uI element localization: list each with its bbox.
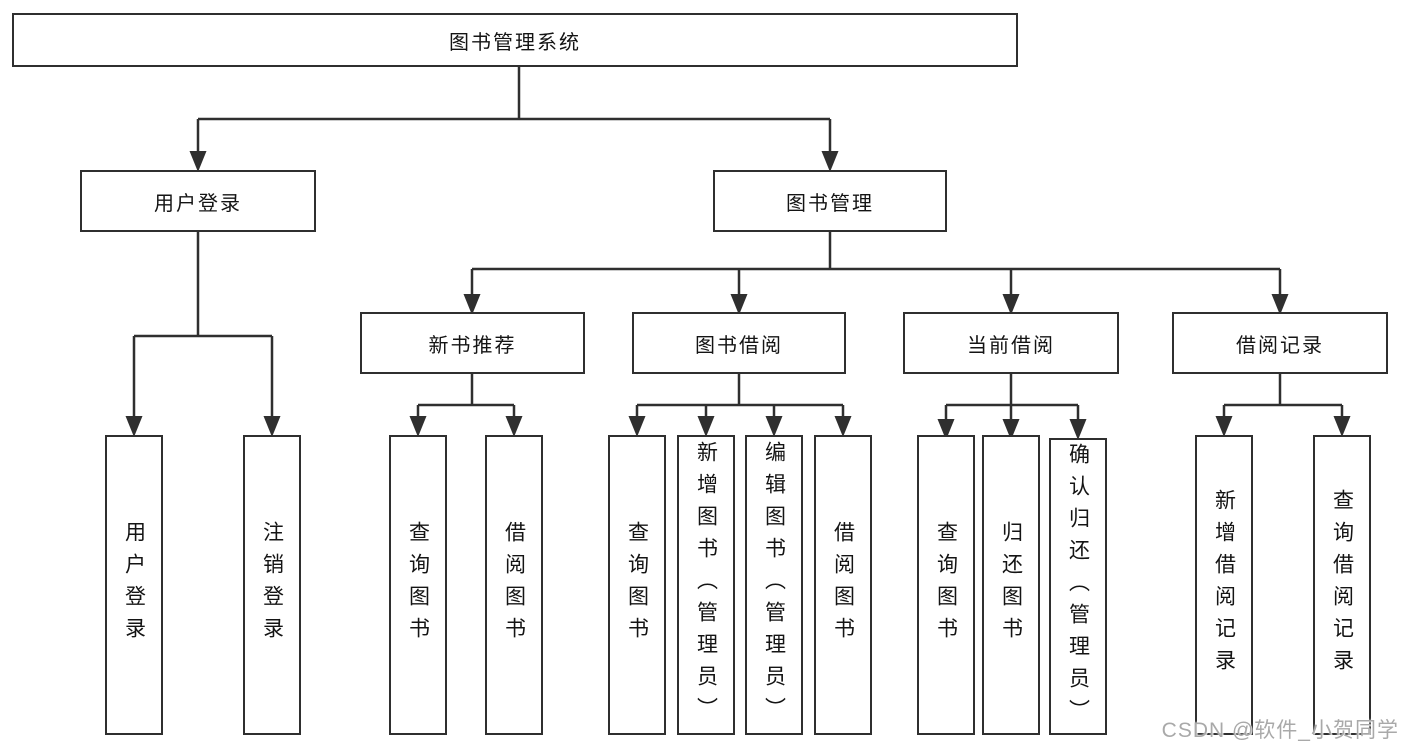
- arrow-head: [697, 416, 715, 437]
- node-return-books: 归还图书: [982, 435, 1040, 735]
- node-book-management: 图书管理: [713, 170, 947, 232]
- node-label: 编辑图书（管理员）: [762, 441, 786, 729]
- arrow-head: [628, 416, 646, 437]
- arrow-head: [730, 294, 748, 315]
- node-edit-books-admin: 编辑图书（管理员）: [745, 435, 803, 735]
- node-label: 归还图书: [999, 521, 1023, 649]
- node-label: 借阅图书: [831, 521, 855, 649]
- node-query-books: 查询图书: [389, 435, 447, 735]
- arrow-head: [505, 416, 523, 437]
- node-query-books: 查询图书: [608, 435, 666, 735]
- arrow-head: [834, 416, 852, 437]
- node-label: 图书管理系统: [449, 31, 581, 54]
- arrow-head: [1002, 294, 1020, 315]
- node-label: 借阅记录: [1236, 334, 1324, 357]
- arrow-head: [409, 416, 427, 437]
- node-query-books: 查询图书: [917, 435, 975, 735]
- node-user-login-action: 用户登录: [105, 435, 163, 735]
- arrow-head: [1002, 419, 1020, 440]
- node-library-system: 图书管理系统: [12, 13, 1018, 67]
- node-label: 新增借阅记录: [1212, 489, 1236, 681]
- arrow-head: [765, 416, 783, 437]
- node-confirm-return-admin: 确认归还（管理员）: [1049, 438, 1107, 735]
- node-borrow-books: 借阅图书: [485, 435, 543, 735]
- node-borrow-records: 借阅记录: [1172, 312, 1388, 374]
- node-logout-action: 注销登录: [243, 435, 301, 735]
- node-add-borrow-record: 新增借阅记录: [1195, 435, 1253, 735]
- node-label: 查询图书: [934, 521, 958, 649]
- node-borrow-books: 借阅图书: [814, 435, 872, 735]
- node-label: 图书借阅: [695, 334, 783, 357]
- watermark: CSDN @软件_小贺同学: [1161, 719, 1399, 742]
- node-label: 查询借阅记录: [1330, 489, 1354, 681]
- arrow-head: [821, 151, 839, 172]
- node-current-borrow: 当前借阅: [903, 312, 1119, 374]
- node-label: 图书管理: [786, 192, 874, 215]
- node-query-borrow-record: 查询借阅记录: [1313, 435, 1371, 735]
- arrow-head: [463, 294, 481, 315]
- node-label: 新书推荐: [428, 334, 517, 357]
- node-book-borrow: 图书借阅: [632, 312, 846, 374]
- node-label: 查询图书: [625, 521, 649, 649]
- arrow-head: [937, 419, 955, 440]
- node-label: 用户登录: [122, 521, 146, 649]
- arrow-head: [1333, 416, 1351, 437]
- arrow-head: [125, 416, 143, 437]
- node-label: 新增图书（管理员）: [694, 441, 718, 729]
- node-label: 确认归还（管理员）: [1066, 442, 1090, 731]
- node-label: 查询图书: [406, 521, 430, 649]
- node-label: 注销登录: [260, 521, 284, 649]
- node-label: 借阅图书: [502, 521, 526, 649]
- node-new-book-recommend: 新书推荐: [360, 312, 585, 374]
- arrow-head: [1271, 294, 1289, 315]
- arrow-head: [1069, 419, 1087, 440]
- node-label: 当前借阅: [967, 334, 1055, 357]
- node-add-books-admin: 新增图书（管理员）: [677, 435, 735, 735]
- node-label: 用户登录: [154, 192, 242, 215]
- arrow-head: [263, 416, 281, 437]
- arrow-head: [1215, 416, 1233, 437]
- node-user-login: 用户登录: [80, 170, 316, 232]
- arrow-head: [189, 151, 207, 172]
